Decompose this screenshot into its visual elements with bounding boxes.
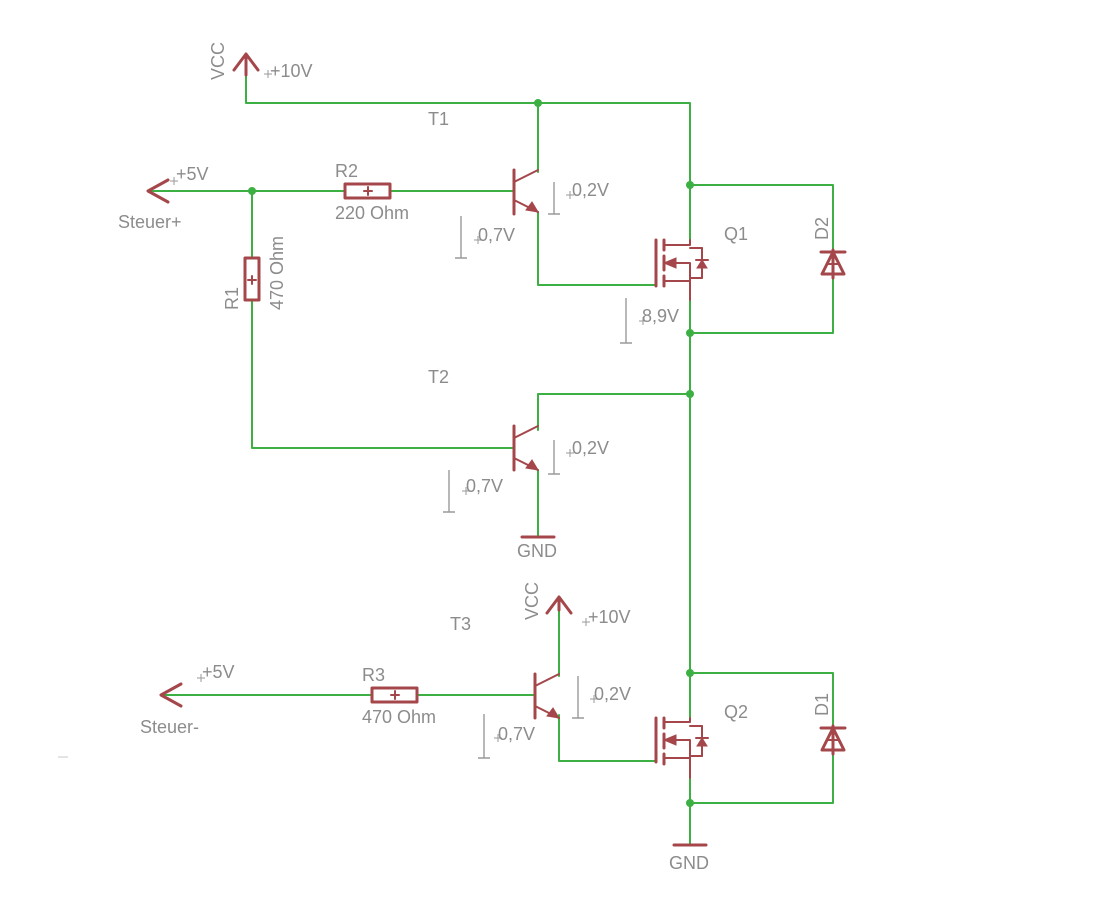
r3-name: R3 xyxy=(362,665,385,685)
resistor-r1: R1 470 Ohm xyxy=(222,236,287,310)
junction-dot xyxy=(248,187,256,195)
gnd-mid-symbol: GND xyxy=(517,535,557,561)
r1-name: R1 xyxy=(222,287,242,310)
resistor-r3: R3 470 Ohm xyxy=(362,665,436,727)
junction-dot xyxy=(686,329,694,337)
t3-vce: 0,2V xyxy=(594,684,631,704)
transistor-t2: T2 0,2V 0,7V xyxy=(428,367,609,513)
q1-vgs: 8,9V xyxy=(642,306,679,326)
transistor-t1: T1 0,2V 0,7V xyxy=(428,109,609,259)
t1-vce-arrow xyxy=(548,182,560,215)
gnd-mid-label: GND xyxy=(517,541,557,561)
diode-d2: D2 xyxy=(812,217,847,280)
junction-dot xyxy=(686,181,694,189)
steuer-minus-value: +5V xyxy=(202,662,235,682)
steuer-plus-label: Steuer+ xyxy=(118,212,182,232)
t3-name: T3 xyxy=(450,614,471,634)
vcc-top-name: VCC xyxy=(208,42,228,80)
t2-vbe-arrow xyxy=(443,470,455,513)
r1-value: 470 Ohm xyxy=(267,236,287,310)
mosfet-q2: Q2 xyxy=(654,702,748,779)
gnd-bottom-symbol: GND xyxy=(669,843,709,873)
steuer-plus-input: +5V Steuer+ xyxy=(118,164,209,232)
diode-d1: D1 xyxy=(812,693,847,756)
t2-vbe: 0,7V xyxy=(466,476,503,496)
t1-vbe-arrow xyxy=(455,216,467,259)
t1-vce: 0,2V xyxy=(572,180,609,200)
steuer-plus-value: +5V xyxy=(176,164,209,184)
mosfet-q1: Q1 8,9V xyxy=(620,224,748,344)
vcc-bottom-name: VCC xyxy=(522,582,542,620)
q2-name: Q2 xyxy=(724,702,748,722)
t1-name: T1 xyxy=(428,109,449,129)
r3-value: 470 Ohm xyxy=(362,707,436,727)
steuer-minus-label: Steuer- xyxy=(140,717,199,737)
junction-dot xyxy=(686,799,694,807)
t2-name: T2 xyxy=(428,367,449,387)
vcc-bottom-value: +10V xyxy=(588,607,631,627)
t3-vce-arrow xyxy=(572,676,584,719)
gnd-bottom-label: GND xyxy=(669,853,709,873)
wires xyxy=(151,74,834,846)
r2-value: 220 Ohm xyxy=(335,203,409,223)
d2-name: D2 xyxy=(812,217,832,240)
t1-vbe: 0,7V xyxy=(478,225,515,245)
transistor-t3: T3 0,2V 0,7V xyxy=(450,614,631,759)
vcc-top-symbol: VCC +10V xyxy=(208,42,313,81)
t3-vbe-arrow xyxy=(478,714,490,759)
t2-vce: 0,2V xyxy=(572,438,609,458)
d1-name: D1 xyxy=(812,693,832,716)
vcc-bottom-symbol: VCC +10V xyxy=(522,582,631,627)
steuer-minus-input: +5V Steuer- xyxy=(140,662,235,737)
q1-vgs-arrow xyxy=(620,298,632,344)
junction-dot xyxy=(534,99,542,107)
junction-dot xyxy=(686,390,694,398)
t3-vbe: 0,7V xyxy=(498,724,535,744)
junction-dot xyxy=(686,669,694,677)
r2-name: R2 xyxy=(335,161,358,181)
q1-name: Q1 xyxy=(724,224,748,244)
resistor-r2: R2 220 Ohm xyxy=(335,161,409,223)
junctions xyxy=(248,99,694,807)
vcc-top-value: +10V xyxy=(270,61,313,81)
t2-vce-arrow xyxy=(548,440,560,475)
